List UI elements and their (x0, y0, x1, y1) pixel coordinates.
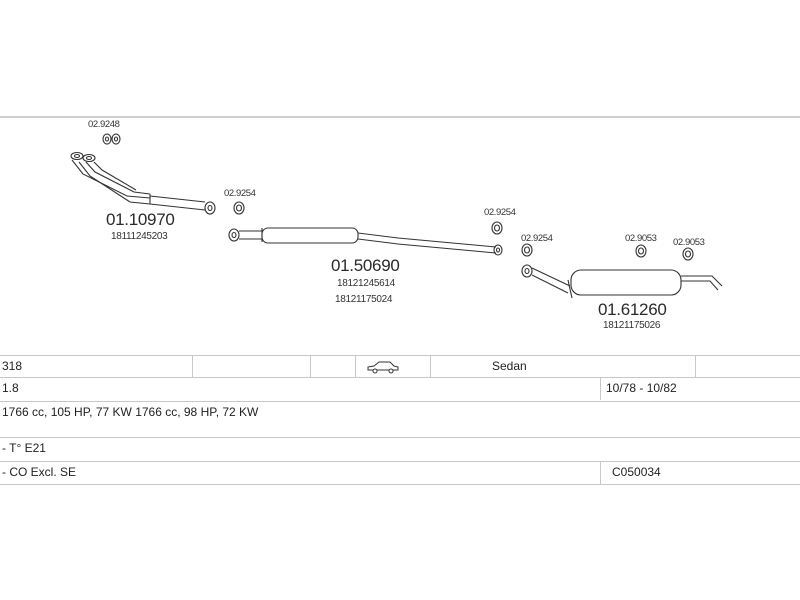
type-cell: - T° E21 (2, 441, 46, 455)
mount-2-icon (682, 247, 694, 261)
engine-cell: 1.8 (2, 381, 19, 395)
gasket-2-icon (491, 221, 503, 235)
table-row-model: 318 Sedan (0, 355, 800, 378)
middle-silencer-oe-number-2: 18121175024 (335, 294, 393, 305)
middle-silencer-part-number[interactable]: 01.50690 (331, 256, 400, 275)
front-pipe-part-number[interactable]: 01.10970 (106, 210, 175, 229)
gasket-2-label: 02.9254 (484, 207, 516, 218)
code-cell: C050034 (612, 465, 661, 479)
body-type-cell: Sedan (492, 359, 527, 373)
table-row-engine: 1.8 10/78 - 10/82 (0, 377, 800, 400)
power-cell: 1766 cc, 105 HP, 77 KW 1766 cc, 98 HP, 7… (2, 405, 259, 419)
mount-1-label: 02.9053 (625, 233, 657, 244)
front-pipe-oe-number: 18111245203 (111, 231, 168, 242)
car-sedan-icon (366, 360, 400, 377)
table-row-power: 1766 cc, 105 HP, 77 KW 1766 cc, 98 HP, 7… (0, 401, 800, 424)
gasket-1-label: 02.9254 (224, 188, 256, 199)
rear-silencer-drawing (521, 264, 723, 299)
exhaust-system-diagram (70, 133, 723, 299)
table-row-notes: - CO Excl. SE C050034 (0, 461, 800, 485)
gasket-top-icon (102, 133, 121, 145)
mount-1-icon (635, 244, 647, 258)
mount-2-label: 02.9053 (673, 237, 705, 248)
notes-cell: - CO Excl. SE (2, 465, 77, 479)
rear-silencer-oe-number: 18121175026 (603, 320, 661, 331)
gasket-top-label: 02.9248 (88, 119, 120, 130)
middle-silencer-drawing (228, 227, 503, 256)
years-cell: 10/78 - 10/82 (606, 381, 677, 395)
rear-silencer-part-number[interactable]: 01.61260 (598, 300, 667, 319)
diagram-top-border (0, 116, 800, 118)
model-cell: 318 (2, 359, 23, 373)
gasket-3-icon (521, 243, 533, 257)
middle-silencer-oe-number-1: 18121245614 (337, 278, 395, 289)
gasket-1-icon (233, 201, 245, 215)
gasket-3-label: 02.9254 (521, 233, 553, 244)
table-row-type: - T° E21 (0, 437, 800, 460)
front-pipe-drawing (70, 151, 216, 215)
